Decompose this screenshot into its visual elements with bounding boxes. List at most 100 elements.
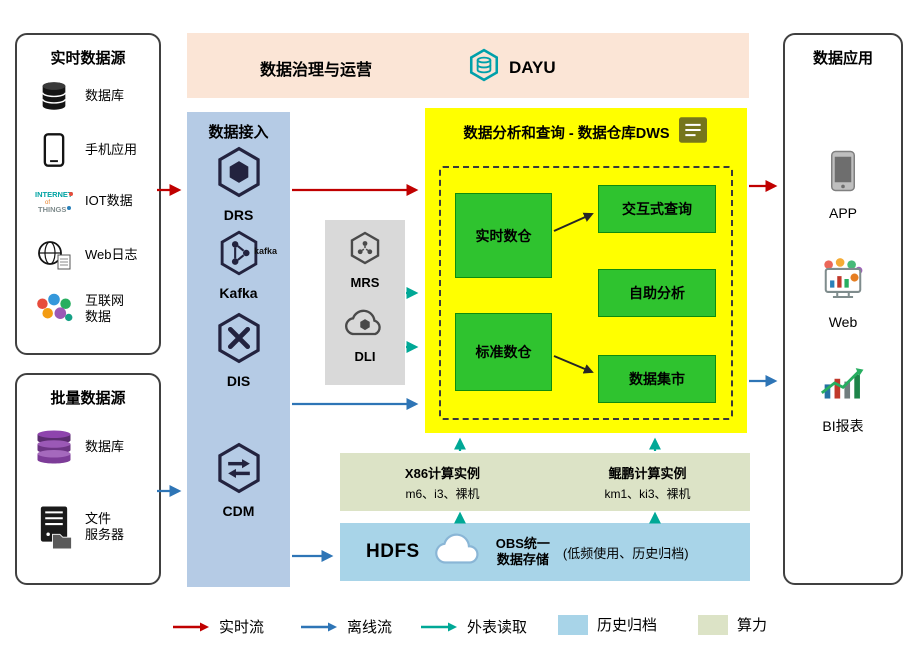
compute-spec: km1、ki3、裸机 [604, 486, 691, 501]
internet-data-icon [31, 293, 77, 325]
weblog-globe-icon [31, 239, 77, 271]
applications-panel: 数据应用 APP Web BI报表 [783, 33, 903, 585]
legend-label: 历史归档 [597, 617, 658, 634]
source-item-database: 数据库 [31, 79, 124, 113]
kafka-hexagon-icon [216, 230, 262, 281]
governance-title: 数据治理与运营 [260, 62, 373, 79]
dws-title-row: 数据分析和查询 - 数据仓库DWS [425, 116, 747, 148]
compute-spec: m6、i3、裸机 [405, 486, 480, 501]
source-item-label: 数据库 [85, 438, 125, 454]
svg-text:INTERNET: INTERNET [35, 190, 73, 199]
service-label: MRS [350, 275, 380, 290]
dws-title: 数据分析和查询 - 数据仓库DWS [463, 125, 670, 142]
service-dis: DIS [187, 312, 290, 389]
source-item-batch-database: 数据库 [31, 427, 124, 467]
cdm-hexagon-icon [213, 442, 265, 499]
legend-label: 外表读取 [467, 619, 528, 636]
data-ingestion-column: 数据接入 DRS Kafka kafka DIS CDM [187, 112, 290, 587]
dayu-logo-group: DAYU [467, 47, 556, 88]
batch-sources-title: 批量数据源 [50, 390, 126, 407]
dli-cloud-icon [343, 306, 387, 345]
app-item-bi-report: BI报表 [785, 363, 901, 436]
obs-label-line2: 数据存储 [496, 552, 549, 567]
gbox-label: 数据集市 [629, 371, 685, 387]
service-label: CDM [222, 503, 255, 519]
service-mrs: MRS [325, 230, 405, 290]
service-kafka: Kafka [187, 230, 290, 301]
service-cdm: CDM [187, 442, 290, 519]
storage-strip: HDFS OBS统一 数据存储 (低频使用、历史归档) [340, 523, 750, 581]
applications-title: 数据应用 [812, 50, 873, 67]
mrs-hexagon-icon [346, 230, 384, 271]
obs-label: OBS统一 数据存储 [496, 536, 550, 569]
app-item-web: Web [785, 257, 901, 330]
source-item-label: IOT数据 [85, 192, 133, 208]
teal-arrow-icon [421, 622, 457, 631]
ingestion-title: 数据接入 [208, 124, 269, 141]
hdfs-label: HDFS [366, 541, 420, 562]
compute-swatch [698, 614, 728, 635]
database-stack-icon [31, 427, 77, 467]
batch-sources-panel: 批量数据源 数据库 文件 服务器 [15, 373, 161, 585]
web-report-icon [820, 257, 866, 306]
dws-inner-zone [439, 166, 733, 420]
x86-compute-instance: X86计算实例 m6、i3、裸机 [340, 453, 545, 511]
gbox-label: 交互式查询 [622, 201, 692, 217]
app-item-label: APP [828, 205, 857, 221]
legend-label: 离线流 [347, 619, 393, 636]
svg-text:of: of [45, 200, 50, 206]
source-item-weblog: Web日志 [31, 239, 138, 271]
gbox-label: 实时数仓 [475, 227, 532, 244]
self-service-analysis-box: 自助分析 [598, 269, 716, 317]
obs-label-line1: OBS统一 [495, 535, 550, 551]
kafka-wordmark: kafka [254, 246, 278, 256]
app-item-app: APP [785, 150, 901, 221]
service-label: DLI [354, 349, 376, 364]
standard-warehouse-box: 标准数仓 [455, 313, 552, 391]
source-item-file-server: 文件 服务器 [31, 505, 124, 549]
compute-title: X86计算实例 [404, 465, 481, 481]
dws-document-icon [677, 116, 709, 148]
file-server-icon [31, 505, 77, 549]
legend-label: 实时流 [219, 619, 265, 636]
dayu-label: DAYU [509, 57, 556, 77]
source-item-label: 文件 服务器 [85, 510, 125, 542]
archive-swatch [558, 614, 588, 635]
source-item-label: 互联网 数据 [85, 293, 125, 325]
compute-strip: X86计算实例 m6、i3、裸机 鲲鹏计算实例 km1、ki3、裸机 [340, 453, 750, 511]
bi-report-icon [819, 363, 867, 408]
service-dli: DLI [325, 306, 405, 364]
source-item-mobile-app: 手机应用 [31, 133, 137, 167]
app-item-label: BI报表 [822, 418, 864, 434]
governance-banner: 数据治理与运营 DAYU [187, 33, 749, 98]
compute-title: 鲲鹏计算实例 [608, 465, 687, 481]
gbox-label: 自助分析 [629, 285, 685, 301]
interactive-query-box: 交互式查询 [598, 185, 716, 233]
app-item-label: Web [828, 314, 858, 330]
phone-icon [31, 133, 77, 167]
gbox-label: 标准数仓 [475, 344, 532, 360]
kunpeng-compute-instance: 鲲鹏计算实例 km1、ki3、裸机 [545, 453, 750, 511]
source-item-label: Web日志 [85, 246, 138, 262]
drs-hexagon-icon [213, 146, 265, 203]
legend-external-read: 外表读取 [420, 616, 527, 637]
realtime-warehouse-box: 实时数仓 [455, 193, 552, 278]
dayu-hexagon-icon [467, 47, 501, 88]
red-arrow-icon [173, 622, 209, 631]
dws-analysis-box: 数据分析和查询 - 数据仓库DWS 实时数仓 标准数仓 交互式查询 自助分析 数… [425, 108, 747, 433]
service-label: Kafka [219, 285, 258, 301]
service-label: DIS [226, 373, 251, 389]
source-item-label: 数据库 [85, 87, 125, 103]
legend-compute-power: 算力 [698, 614, 767, 635]
legend-offline-flow: 离线流 [300, 616, 392, 637]
blue-arrow-icon [301, 622, 337, 631]
processing-box: MRS DLI [325, 220, 405, 385]
app-phone-icon [828, 150, 858, 197]
database-icon [31, 79, 77, 113]
svg-text:THINGS: THINGS [38, 205, 66, 214]
realtime-sources-title: 实时数据源 [50, 50, 126, 67]
